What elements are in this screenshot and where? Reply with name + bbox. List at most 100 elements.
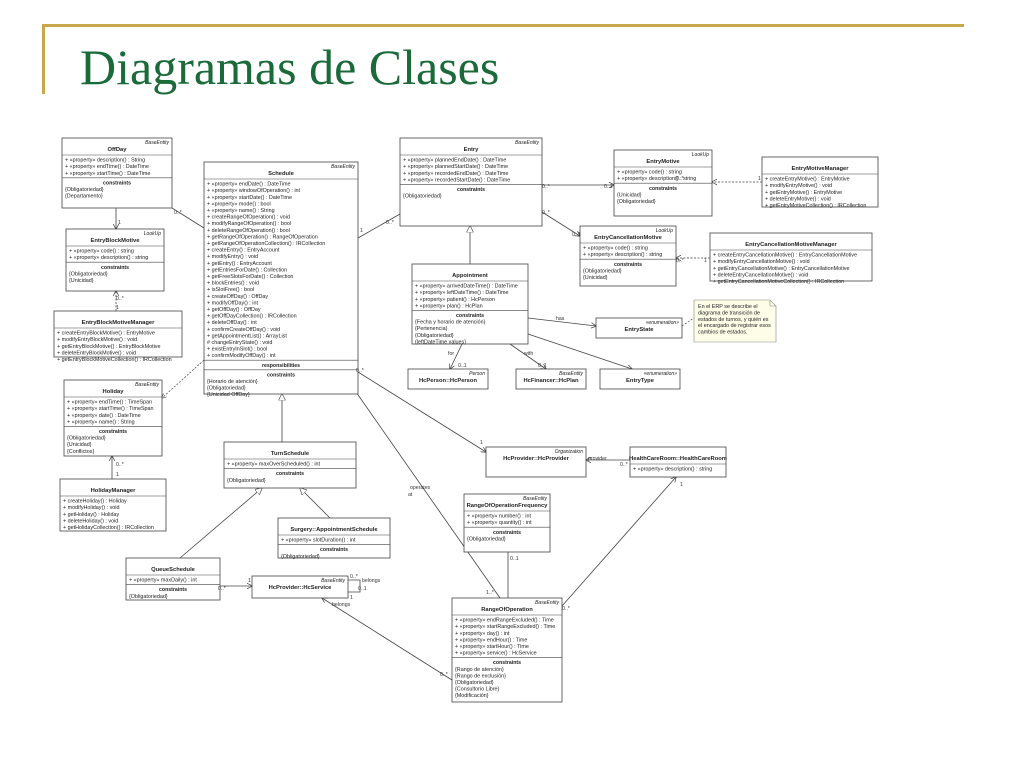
multiplicity-label: operates (410, 485, 431, 491)
multiplicity-label: 0..* (440, 672, 448, 678)
multiplicity-label: at (408, 492, 413, 498)
constraint: {Rango de exclusión} (455, 673, 506, 679)
class-stereotype: Organization (555, 449, 584, 455)
multiplicity-label: 1..* (486, 590, 494, 596)
multiplicity-label: 0..* (218, 586, 226, 592)
class-operation: + getEntryMotiveCollection() : IRCollect… (765, 203, 866, 209)
compartment-title: constraints (267, 372, 295, 378)
class-name: EntryType (626, 378, 655, 384)
class-operation: + modifyEntryBlockMotive() : void (57, 337, 137, 343)
class-operation: + «property» slotDuration() : int (281, 538, 356, 544)
class-name: HealthCareRoom::HealthCareRoom (629, 456, 727, 462)
class-operation: + existEntryInSlot() : bool (207, 347, 267, 353)
constraint: {Obligatoriedad} (65, 187, 104, 193)
class-operation: + getEntryBlockMotiveCollection() : IRCo… (57, 357, 172, 363)
class-box (579, 225, 677, 287)
class-name: RangeOfOperation (481, 607, 533, 613)
class-name: Appointment (452, 273, 488, 279)
class-name: HcProvider::HcProvider (503, 456, 569, 462)
multiplicity-label: 1 (758, 176, 761, 182)
gen-surgery-turnschedule (300, 488, 331, 519)
class-stereotype: BaseEntity (559, 371, 583, 377)
class-operation: + createOffDay() : OffDay (207, 294, 268, 300)
class-operation: + «property» name() : String (67, 419, 135, 425)
class-operation: # changeEntryState() : void (207, 340, 272, 346)
class-operation: + «property» code() : string (617, 170, 682, 176)
constraint: {Obligatoriedad} (583, 268, 622, 274)
class-operation: + «property» startTime() : TimeSpan (67, 406, 154, 412)
class-box (485, 446, 587, 478)
class-operation: + getRangeOfOperationCollection() : IRCo… (207, 241, 325, 247)
class-operation: + «property» maxOverScheduled() : int (227, 462, 321, 468)
class-operation: + «property» date() : DateTime (67, 413, 141, 419)
constraint: {Unicidad} (617, 192, 642, 198)
erp-note-fold (769, 300, 776, 307)
class-operation: + «property» code() : string (69, 249, 134, 255)
class-operation: + createHoliday() : Holiday (63, 499, 127, 505)
class-operation: + «property» windowOfOperation() : int (207, 188, 301, 194)
class-operation: + «property» description() : String (65, 158, 145, 164)
constraint: {Unicidad OffDay} (207, 392, 250, 398)
class-name: EntryState (625, 327, 655, 333)
class-operation: + deleteEntryBlockMotive() : void (57, 350, 136, 356)
constraint: {Obligatoriedad} (67, 436, 106, 442)
compartment-title: constraints (276, 471, 304, 477)
assoc-appointment-hcperson (450, 343, 463, 369)
class-stereotype: BaseEntity (523, 496, 547, 502)
constraint: {Fecha y horario de atención} (415, 320, 486, 326)
class-name: EntryBlockMotiveManager (82, 320, 156, 326)
class-stereotype: BaseEntity (515, 140, 539, 146)
constraint: {Obligatoriedad} (281, 554, 320, 560)
compartment-title: constraints (649, 186, 677, 192)
class-operation: + getOffDayCollection() : IRCollection (207, 314, 297, 320)
constraint: {Obligatoriedad} (207, 386, 246, 392)
class-operation: + «property» quantity() : int (467, 520, 532, 526)
multiplicity-label: 1 (248, 578, 251, 584)
slide-title: Diagramas de Clases (80, 39, 500, 95)
class-box (407, 368, 489, 390)
class-entrycancellationmotivemanager: EntryCancellationMotiveManager+ createEn… (709, 232, 873, 285)
class-operation: + «property» endRangeExcluded() : Time (455, 618, 554, 624)
multiplicity-label: 0..1 (604, 184, 613, 190)
multiplicity-label: 0..* (174, 210, 182, 216)
note-line: cambios de estados. (698, 330, 747, 336)
class-operation: + createEntry() : EntryAccount (207, 248, 280, 254)
class-operation: + «property» plan() : HcPlan (415, 303, 483, 309)
class-operation: + deleteOffDay() : int (207, 320, 257, 326)
class-box (599, 368, 681, 390)
class-operation: + createEntryMotive() : EntryMotive (765, 177, 850, 183)
class-operation: + «property» endTime() : DateTime (65, 164, 149, 170)
class-box (451, 597, 563, 703)
class-operation: + modifyOffDay() : int (207, 300, 258, 306)
constraint: {Unicidad} (67, 442, 92, 448)
class-queueschedule: QueueSchedule+ «property» maxDaily() : i… (125, 557, 221, 601)
note-line: estados de turnos, y quién es (698, 317, 769, 323)
class-name: EntryMotiveManager (791, 166, 849, 172)
class-operation: + modifyEntryCancellationMotive() : void (713, 259, 810, 265)
class-name: RangeOfOperationFrequency (467, 503, 549, 509)
class-operation: + getFreeSlotsForDate() : Collection (207, 274, 293, 280)
assoc-range-hcservice (322, 598, 453, 681)
class-name: HcPerson::HcPerson (419, 378, 477, 384)
class-operation: + «property» startHour() : Time (455, 644, 529, 650)
note-line: En el ERP se describe el (698, 304, 758, 310)
class-operation: + «property» startRangeExcluded() : Time (455, 624, 555, 630)
class-name: OffDay (107, 147, 127, 153)
multiplicity-label: 0..* (116, 296, 124, 302)
compartment-title: constraints (159, 587, 187, 593)
class-operation: + «property» description() : string (617, 176, 696, 182)
constraint: {Pertenencia} (415, 326, 448, 332)
constraint: {Unicidad} (583, 275, 608, 281)
class-operation: + createEntryBlockMotive() : EntryMotive (57, 331, 155, 337)
class-operation: + «property» arrivedDateTime() : DateTim… (415, 284, 518, 290)
class-stereotype: LookUp (656, 228, 673, 234)
